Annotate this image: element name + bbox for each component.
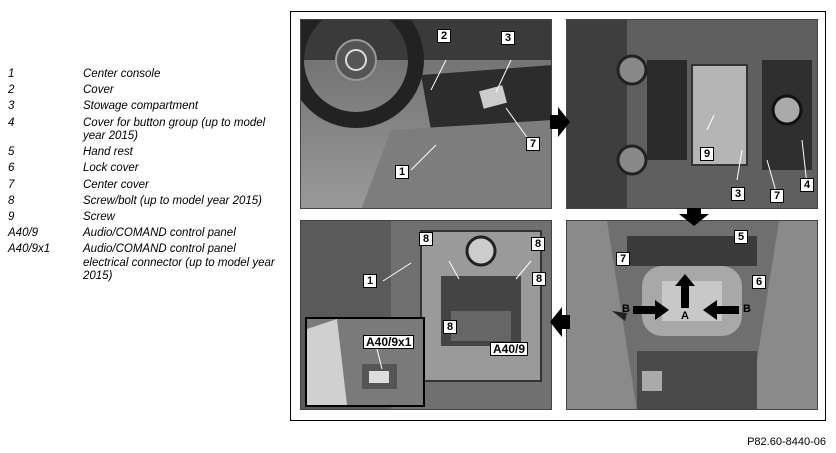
callout-1: 1: [395, 165, 409, 179]
legend-key: 6: [8, 162, 15, 175]
callout-8a: 8: [419, 232, 433, 246]
callout-a: A: [681, 310, 689, 322]
callout-3b: 3: [731, 187, 745, 201]
legend-key: 7: [8, 178, 15, 191]
legend-row: 1 Center console: [8, 68, 283, 81]
photo-panel-3: [300, 220, 552, 410]
legend-text: Cover for button group (up to model year…: [83, 116, 266, 143]
photo-panel-2: [566, 19, 818, 209]
callout-5: 5: [734, 230, 748, 244]
photo-inset-connector: [305, 317, 425, 407]
arrow-left-icon: [703, 300, 739, 320]
callout-a40-9: A40/9: [490, 342, 529, 356]
legend-text: Center cover: [83, 178, 149, 191]
reference-code: P82.60-8440-06: [747, 436, 826, 448]
photo-4-illustration: [567, 221, 817, 409]
callout-1b: 1: [363, 274, 377, 288]
legend-text: Screw/bolt (up to model year 2015): [83, 194, 262, 207]
arrow-up-icon: [675, 274, 695, 308]
photo-1-illustration: [301, 20, 551, 208]
callout-4: 4: [800, 178, 814, 192]
legend-key: 5: [8, 146, 15, 159]
arrow-right-icon: [633, 300, 669, 320]
callout-8d: 8: [443, 320, 457, 334]
callout-b-right: B: [743, 303, 751, 315]
photo-panel-4: [566, 220, 818, 410]
flow-arrow-down-icon: [679, 208, 709, 226]
legend-row: 7 Center cover: [8, 179, 283, 192]
legend-text: Cover: [83, 84, 114, 97]
legend-row: 3 Stowage compartment: [8, 100, 283, 113]
legend-key: 8: [8, 194, 15, 207]
callout-6: 6: [752, 275, 766, 289]
legend-row: A40/9 Audio/COMAND control panel: [8, 227, 283, 240]
legend-text: Stowage compartment: [83, 100, 199, 113]
legend-key: 2: [8, 84, 15, 97]
legend-text: Audio/COMAND control panel: [83, 227, 236, 240]
legend-row: 6 Lock cover: [8, 162, 283, 175]
legend-text: Hand rest: [83, 146, 133, 159]
legend-text: Screw: [83, 211, 115, 224]
legend-key: 3: [8, 100, 15, 113]
legend-text: Center console: [83, 68, 161, 80]
legend-text: Audio/COMAND control panel electrical co…: [83, 243, 275, 283]
legend-text: Lock cover: [83, 162, 139, 175]
legend-key: 4: [8, 116, 15, 129]
callout-7: 7: [526, 137, 540, 151]
legend-row: 9 Screw: [8, 211, 283, 224]
legend-row: 4 Cover for button group (up to model ye…: [8, 117, 283, 144]
legend-key: A40/9: [8, 227, 39, 240]
flow-arrow-right-icon: [550, 107, 570, 137]
legend-row: 8 Screw/bolt (up to model year 2015): [8, 195, 283, 208]
legend-row: A40/9x1 Audio/COMAND control panel elect…: [8, 243, 283, 283]
flow-arrow-left-icon: [550, 307, 570, 337]
legend-key: 9: [8, 211, 15, 224]
callout-3: 3: [501, 31, 515, 45]
callout-2: 2: [437, 29, 451, 43]
legend: 1 Center console 2 Cover 3 Stowage compa…: [8, 68, 283, 286]
callout-a40-9x1: A40/9x1: [363, 335, 415, 349]
legend-key: A40/9x1: [8, 243, 51, 256]
photo-2-illustration: [567, 20, 817, 208]
callout-7c: 7: [616, 252, 630, 266]
callout-8b: 8: [531, 237, 545, 251]
legend-key: 1: [8, 68, 15, 80]
photo-inset-illustration: [307, 319, 423, 405]
callout-7b: 7: [770, 189, 784, 203]
callout-b-left: B: [622, 303, 630, 315]
legend-row: 5 Hand rest: [8, 146, 283, 159]
legend-row: 2 Cover: [8, 84, 283, 97]
figure-frame: 2 3 1 7 9 3 7 4: [290, 11, 826, 421]
callout-8c: 8: [532, 272, 546, 286]
photo-panel-1: [300, 19, 552, 209]
callout-9: 9: [700, 147, 714, 161]
